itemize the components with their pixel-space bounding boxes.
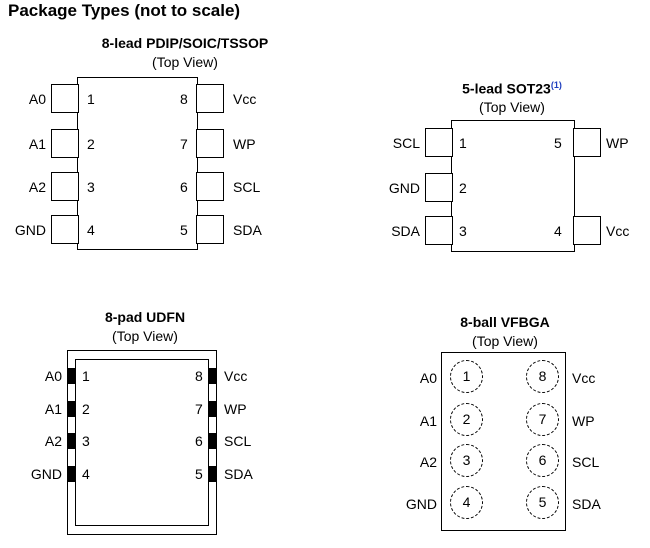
sot23-pin-label: GND <box>388 180 420 196</box>
vfbga-ball: 7 <box>526 403 559 436</box>
udfn-pad-7 <box>208 401 216 417</box>
udfn-pin-number: 7 <box>195 401 203 417</box>
udfn-pin-number: 5 <box>195 466 203 482</box>
sot23-lead-3 <box>425 216 453 245</box>
pdip-pin-number: 5 <box>180 222 188 238</box>
sot23-lead-1 <box>425 128 453 157</box>
pdip-pin-number: 6 <box>180 179 188 195</box>
vfbga-ball: 8 <box>526 360 559 393</box>
sot23-footnote: (1) <box>550 80 562 90</box>
vfbga-pin-label: A1 <box>419 413 437 429</box>
udfn-pin-number: 4 <box>82 466 90 482</box>
vfbga-ball: 4 <box>450 486 483 519</box>
pdip-pin-label: A1 <box>28 136 46 152</box>
vfbga-ball: 5 <box>526 486 559 519</box>
pdip-lead-5 <box>196 215 224 244</box>
sot23-pin-label: SCL <box>392 135 420 151</box>
vfbga-pin-label: Vcc <box>572 370 596 386</box>
udfn-pin-label: Vcc <box>224 368 248 384</box>
pdip-lead-4 <box>51 215 79 244</box>
vfbga-ball: 2 <box>450 403 483 436</box>
sot23-pin-label: Vcc <box>606 223 630 239</box>
vfbga-ball: 6 <box>526 444 559 477</box>
vfbga-ball: 1 <box>450 360 483 393</box>
udfn-pad-2 <box>68 401 76 417</box>
udfn-pin-label: GND <box>30 466 62 482</box>
sot23-lead-5 <box>573 128 601 157</box>
udfn-pad-4 <box>68 466 76 482</box>
pdip-lead-1 <box>51 84 79 113</box>
pdip-pin-number: 3 <box>87 179 95 195</box>
pdip-pin-label: A2 <box>28 179 46 195</box>
pdip-lead-7 <box>196 129 224 158</box>
pdip-pin-number: 7 <box>180 136 188 152</box>
vfbga-pin-label: SCL <box>572 454 600 470</box>
vfbga-pin-label: WP <box>572 413 595 429</box>
vfbga-ball: 3 <box>450 444 483 477</box>
sot23-pin-label: SDA <box>391 223 420 239</box>
sot23-lead-4 <box>573 216 601 245</box>
udfn-pin-label: SCL <box>224 433 252 449</box>
sot23-pin-number: 2 <box>459 180 467 196</box>
sot23-pin-label: WP <box>606 135 629 151</box>
pdip-lead-3 <box>51 172 79 201</box>
udfn-pin-number: 2 <box>82 401 90 417</box>
vfbga-subtitle: (Top View) <box>472 333 538 349</box>
pdip-subtitle: (Top View) <box>152 54 218 70</box>
udfn-pin-label: A0 <box>44 368 62 384</box>
udfn-pin-label: A2 <box>44 433 62 449</box>
sot23-pin-number: 5 <box>554 135 562 151</box>
sot23-pin-number: 4 <box>554 223 562 239</box>
sot23-body <box>451 120 575 252</box>
pdip-pin-number: 4 <box>87 222 95 238</box>
udfn-pad-1 <box>68 368 76 384</box>
page-title: Package Types (not to scale) <box>8 1 241 20</box>
pdip-pin-label: Vcc <box>233 91 257 107</box>
udfn-pad-8 <box>208 368 216 384</box>
udfn-title: 8-pad UDFN <box>104 309 186 325</box>
pdip-pin-label: WP <box>233 136 256 152</box>
pdip-lead-2 <box>51 129 79 158</box>
udfn-pad-3 <box>68 433 76 449</box>
vfbga-title: 8-ball VFBGA <box>460 314 550 330</box>
udfn-pin-label: A1 <box>44 401 62 417</box>
sot23-pin-number: 3 <box>459 223 467 239</box>
pdip-pin-number: 8 <box>180 91 188 107</box>
udfn-pin-number: 3 <box>82 433 90 449</box>
pdip-pin-number: 2 <box>87 136 95 152</box>
vfbga-pin-label: A0 <box>419 370 437 386</box>
vfbga-pin-label: A2 <box>419 454 437 470</box>
pdip-lead-6 <box>196 172 224 201</box>
pdip-pin-label: SCL <box>233 179 261 195</box>
pdip-pin-label: SDA <box>233 222 262 238</box>
sot23-pin-number: 1 <box>459 135 467 151</box>
udfn-pin-number: 6 <box>195 433 203 449</box>
pdip-lead-8 <box>196 84 224 113</box>
pdip-pin-label: A0 <box>28 91 46 107</box>
udfn-pin-number: 1 <box>82 368 90 384</box>
udfn-pad-5 <box>208 466 216 482</box>
vfbga-pin-label: GND <box>405 496 437 512</box>
vfbga-pin-label: SDA <box>572 496 601 512</box>
udfn-pin-number: 8 <box>195 368 203 384</box>
sot23-subtitle: (Top View) <box>479 99 545 115</box>
udfn-subtitle: (Top View) <box>112 328 178 344</box>
sot23-lead-2 <box>425 173 453 202</box>
udfn-inner-body <box>75 359 209 526</box>
udfn-pin-label: SDA <box>224 466 253 482</box>
pdip-pin-label: GND <box>14 222 46 238</box>
pdip-title: 8-lead PDIP/SOIC/TSSOP <box>101 35 269 51</box>
udfn-pad-6 <box>208 433 216 449</box>
sot23-title-text: 5-lead SOT23 <box>462 80 551 97</box>
pdip-pin-number: 1 <box>87 91 95 107</box>
pdip-body <box>77 77 198 250</box>
udfn-pin-label: WP <box>224 401 247 417</box>
sot23-title: 5-lead SOT23(1) <box>412 80 612 97</box>
